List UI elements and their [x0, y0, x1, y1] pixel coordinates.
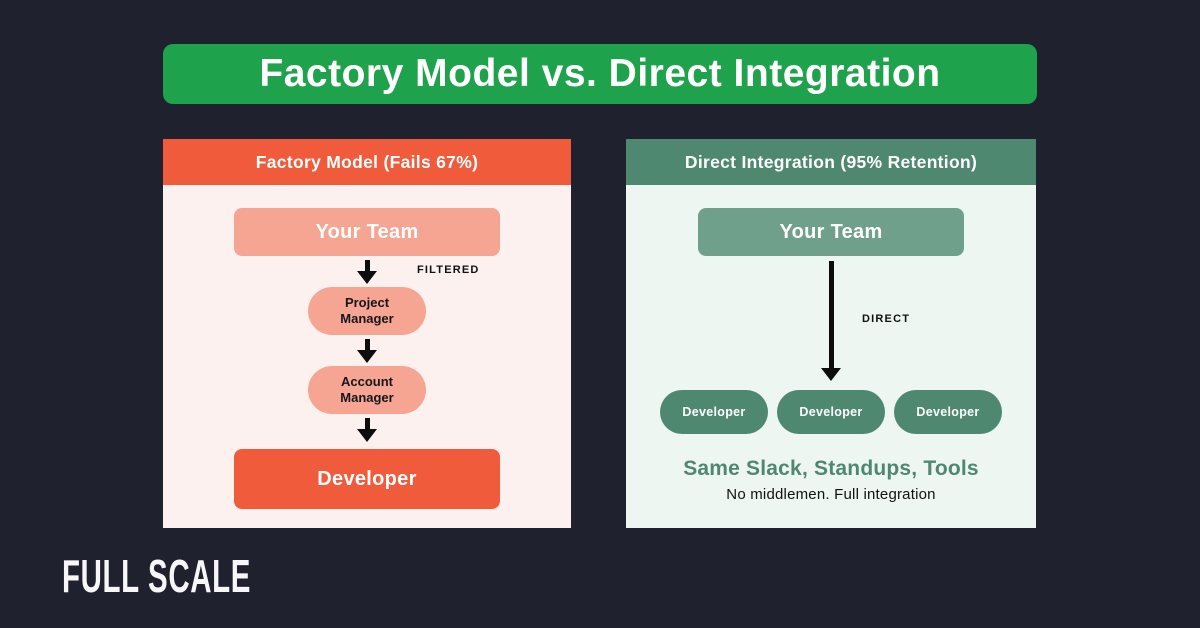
- factory-your-team-box: Your Team: [234, 208, 500, 256]
- factory-panel-header: Factory Model (Fails 67%): [163, 139, 571, 185]
- factory-arrow-2: [357, 339, 377, 363]
- arrow-down-icon: [357, 271, 377, 284]
- account-manager-label: Account Manager: [340, 374, 394, 405]
- arrow-down-icon: [357, 429, 377, 442]
- direct-panel-body: Your Team DIRECT Developer Developer Dev…: [626, 185, 1036, 528]
- page-title: Factory Model vs. Direct Integration: [163, 44, 1037, 104]
- direct-integration-panel: Direct Integration (95% Retention) Your …: [626, 139, 1036, 528]
- developer-pill-row: Developer Developer Developer: [660, 390, 1002, 434]
- direct-your-team-box: Your Team: [698, 208, 964, 256]
- arrow-down-icon: [357, 350, 377, 363]
- arrow-down-icon: [364, 339, 370, 350]
- arrow-down-icon: [364, 418, 370, 429]
- factory-arrow-1: FILTERED: [357, 260, 478, 284]
- project-manager-pill: Project Manager: [308, 287, 426, 335]
- factory-developer-box: Developer: [234, 449, 500, 509]
- arrow-down-icon: [828, 261, 834, 368]
- filtered-label: FILTERED: [417, 264, 480, 276]
- arrow-down-icon: [364, 260, 370, 271]
- direct-subtext: No middlemen. Full integration: [726, 486, 936, 503]
- direct-panel-header: Direct Integration (95% Retention): [626, 139, 1036, 185]
- factory-arrow-3: [357, 418, 377, 442]
- direct-tagline: Same Slack, Standups, Tools: [683, 457, 979, 480]
- account-manager-pill: Account Manager: [308, 366, 426, 414]
- developer-pill: Developer: [777, 390, 885, 434]
- factory-model-panel: Factory Model (Fails 67%) Your Team FILT…: [163, 139, 571, 528]
- developer-pill: Developer: [660, 390, 768, 434]
- factory-panel-body: Your Team FILTERED Project Manager Accou…: [163, 185, 571, 528]
- full-scale-logo: FULL SCALE: [62, 550, 252, 602]
- direct-label: DIRECT: [862, 313, 911, 325]
- developer-pill: Developer: [894, 390, 1002, 434]
- arrow-down-icon: [821, 368, 841, 381]
- project-manager-label: Project Manager: [340, 295, 394, 326]
- direct-arrow: DIRECT: [821, 261, 909, 381]
